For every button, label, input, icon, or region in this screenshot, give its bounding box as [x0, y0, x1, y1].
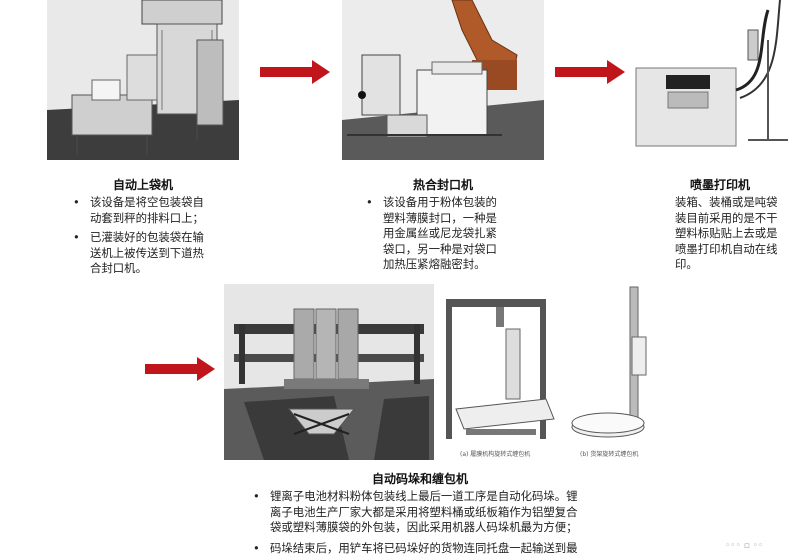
bullet-line: 已灌装好的包装袋在输 [90, 230, 204, 244]
palletizing-bullets: • 锂离子电池材料粉体包装线上最后一道工序是自动化码垛。锂 离子电池生产厂家大都… [253, 489, 630, 560]
bullet-line: 塑料标贴贴上去或是 [675, 226, 778, 240]
bullet-line: 动套到秤的排料口上； [90, 210, 204, 225]
watermark: ◦◦◦ ▫ ◦◦ [725, 541, 764, 551]
bullet-dot: • [366, 195, 373, 209]
station-bullets: • 装箱、装桶或是吨袋 装目前采用的是不干 塑料标贴贴上去或是 喷墨打印机自动在… [675, 195, 792, 277]
bullet-line: 印。 [675, 257, 698, 271]
bullet-item: • 码垛结束后，用铲车将已码垛好的货物连同托盘一起输送到最 [253, 540, 630, 557]
station-title: 喷墨打印机 [689, 178, 750, 192]
station-title: 自动上袋机 [112, 178, 173, 192]
bullet-line: 送机上被传送到下道热 [90, 245, 204, 260]
bullet-line: 装目前采用的是不干 [675, 210, 778, 225]
arrow-right-icon [260, 60, 330, 84]
bullet-item: • 已灌装好的包装袋在输 送机上被传送到下道热 合封口机。 [73, 230, 250, 277]
bullet-line: 加热压紧熔融密封。 [383, 257, 486, 271]
bullet-dot: • [73, 230, 80, 244]
palletizing-robot-photo [224, 284, 434, 460]
bullet-line: 该设备是将空包装袋自 [90, 195, 204, 209]
arrow-right-icon [145, 357, 215, 381]
section-title: 自动码垛和缠包机 [371, 472, 468, 486]
bullet-line: 袋口，另一种是对袋口 [383, 241, 497, 256]
figure-caption: (b) 货架旋转式缠包机 [580, 451, 639, 458]
rotating-arm-wrapper-photo [436, 294, 564, 458]
bullet-dot: • [253, 540, 260, 555]
bullet-line: 合封口机。 [90, 261, 147, 275]
arrow-right-icon [555, 60, 625, 84]
bullet-item: • 该设备用于粉体包装的 塑料薄膜封口，一种是 用金属丝或尼龙袋扎紧 袋口，另一… [366, 195, 543, 273]
bullet-line: 装箱、装桶或是吨袋 [675, 195, 778, 209]
heat-sealing-machine-photo [342, 0, 544, 160]
figure-caption: (a) 履膜机构旋转式缠包机 [460, 451, 531, 458]
bullet-item: • 该设备是将空包装袋自 动套到秤的排料口上； [73, 195, 250, 226]
bullet-line: 喷墨打印机自动在线 [675, 241, 778, 256]
bullet-line: 码垛结束后，用铲车将已码垛好的货物连同托盘一起输送到最 [270, 540, 578, 555]
bullet-line: 袋或塑料薄膜袋的外包装，因此采用机器人码垛机最为方便； [270, 520, 578, 534]
bullet-dot: • [73, 195, 80, 209]
bullet-line: 用金属丝或尼龙袋扎紧 [383, 226, 497, 240]
station-title: 热合封口机 [412, 178, 473, 192]
station-bullets: • 该设备用于粉体包装的 塑料薄膜封口，一种是 用金属丝或尼龙袋扎紧 袋口，另一… [366, 195, 543, 277]
bullet-line: 锂离子电池材料粉体包装线上最后一道工序是自动化码垛。锂 [270, 489, 578, 503]
auto-bagging-machine-photo [47, 0, 239, 160]
bullet-line: 该设备用于粉体包装的 [383, 195, 497, 209]
turntable-wrapper-photo [568, 282, 668, 450]
bullet-line: 塑料薄膜封口，一种是 [383, 210, 497, 225]
inkjet-printer-photo [628, 0, 792, 160]
bullet-item: • 装箱、装桶或是吨袋 装目前采用的是不干 塑料标贴贴上去或是 喷墨打印机自动在… [675, 195, 792, 273]
arrow-shape [260, 60, 330, 84]
bullet-dot: • [253, 489, 260, 503]
bullet-line: 离子电池生产厂家大都是采用将塑料桶或纸板箱作为铝塑复合 [270, 504, 578, 519]
bullet-item: • 锂离子电池材料粉体包装线上最后一道工序是自动化码垛。锂 离子电池生产厂家大都… [253, 489, 630, 536]
station-bullets: • 该设备是将空包装袋自 动套到秤的排料口上； • 已灌装好的包装袋在输 送机上… [73, 195, 250, 281]
